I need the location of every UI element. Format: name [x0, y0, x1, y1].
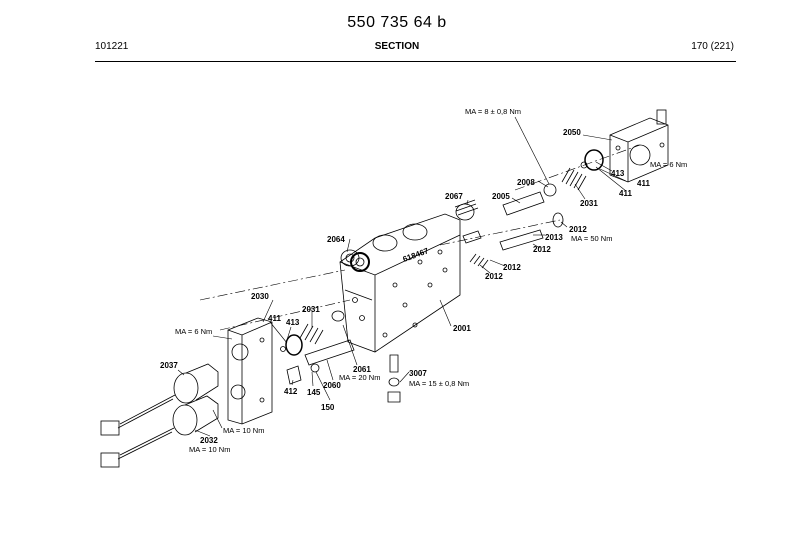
part-label-413-left: 413: [286, 318, 300, 327]
washer-2008: [543, 183, 557, 197]
spring-2031-left: [299, 323, 324, 345]
part-label-2013: 2013: [545, 233, 563, 242]
spool-2005: [502, 191, 545, 216]
end-cover-2050: [609, 109, 669, 183]
torque-label-20nm: MA = 20 Nm: [339, 373, 380, 382]
torque-labels: MA = 8 ± 0,8 Nm MA = 6 Nm MA = 50 Nm MA …: [175, 107, 687, 454]
torque-label-10nm-b: MA = 10 Nm: [189, 445, 230, 454]
part-label-2031-left: 2031: [302, 305, 320, 314]
solenoid-2032: [117, 395, 219, 460]
part-label-2064: 2064: [327, 235, 345, 244]
solenoid-2037: [117, 363, 219, 429]
connector-2037: [100, 420, 120, 436]
part-label-2031-right: 2031: [580, 199, 598, 208]
sleeve-2012: [462, 230, 482, 244]
part-label-2060: 2060: [323, 381, 341, 390]
part-label-2005: 2005: [492, 192, 510, 201]
part-label-2012-a: 2012: [569, 225, 587, 234]
part-label-411-right-b: 411: [619, 189, 632, 198]
plug-2067: [454, 199, 479, 221]
end-cover-2030: [227, 317, 273, 425]
part-label-2061: 2061: [353, 365, 371, 374]
part-number-labels: 2050 2008 2067 2005 413 411 411 2031 206…: [160, 128, 650, 445]
seal-2061: [331, 310, 345, 322]
part-label-411-right-a: 411: [637, 179, 650, 188]
torque-label-50nm: MA = 50 Nm: [571, 234, 612, 243]
document-code: 101221: [95, 41, 129, 52]
torque-label-top: MA = 8 ± 0,8 Nm: [465, 107, 521, 116]
part-label-413-right: 413: [611, 169, 625, 178]
torque-label-15nm: MA = 15 ± 0,8 Nm: [409, 379, 469, 388]
connector-2032: [100, 452, 120, 468]
page-number: 170 (221): [691, 41, 734, 52]
part-label-2032: 2032: [200, 436, 218, 445]
seal-ring-413-left: [280, 346, 286, 352]
leader-lines: [177, 116, 627, 437]
part-label-2030: 2030: [251, 292, 269, 301]
part-label-145: 145: [307, 388, 321, 397]
torque-label-left-6nm: MA = 6 Nm: [175, 327, 212, 336]
seal-ring-413-right: [580, 161, 588, 169]
part-label-412: 412: [284, 387, 298, 396]
part-label-2067: 2067: [445, 192, 463, 201]
spool-2060: [304, 339, 355, 366]
body-stamp: 618467: [402, 246, 431, 264]
seal-ring-411-right: [584, 149, 604, 171]
ring-150: [310, 363, 320, 373]
torque-label-10nm-a: MA = 10 Nm: [223, 426, 264, 435]
document-number: 550 735 64 b: [347, 14, 447, 31]
part-label-2001: 2001: [453, 324, 471, 333]
part-label-2008: 2008: [517, 178, 535, 187]
part-label-2012-d: 2012: [485, 272, 503, 281]
part-label-2050: 2050: [563, 128, 581, 137]
part-label-2012-b: 2012: [533, 245, 551, 254]
valve-body-2001: [339, 213, 461, 353]
gasket-412: [286, 365, 302, 385]
section-title: SECTION: [374, 41, 420, 52]
part-label-2037: 2037: [160, 361, 178, 370]
check-valve-3007: [387, 354, 401, 403]
pilot-spool-2013: [499, 229, 544, 251]
torque-label-right-6nm: MA = 6 Nm: [650, 160, 687, 169]
insert-2012: [552, 212, 564, 228]
seal-ring-411-left: [285, 334, 303, 356]
header-rule: [95, 61, 736, 62]
part-label-2012-c: 2012: [503, 263, 521, 272]
part-label-150: 150: [321, 403, 335, 412]
plug-2064: [340, 249, 360, 267]
spring-2031-right: [561, 167, 587, 191]
part-label-3007: 3007: [409, 369, 427, 378]
part-label-411-left: 411: [268, 314, 281, 323]
spring-2012: [469, 253, 489, 269]
